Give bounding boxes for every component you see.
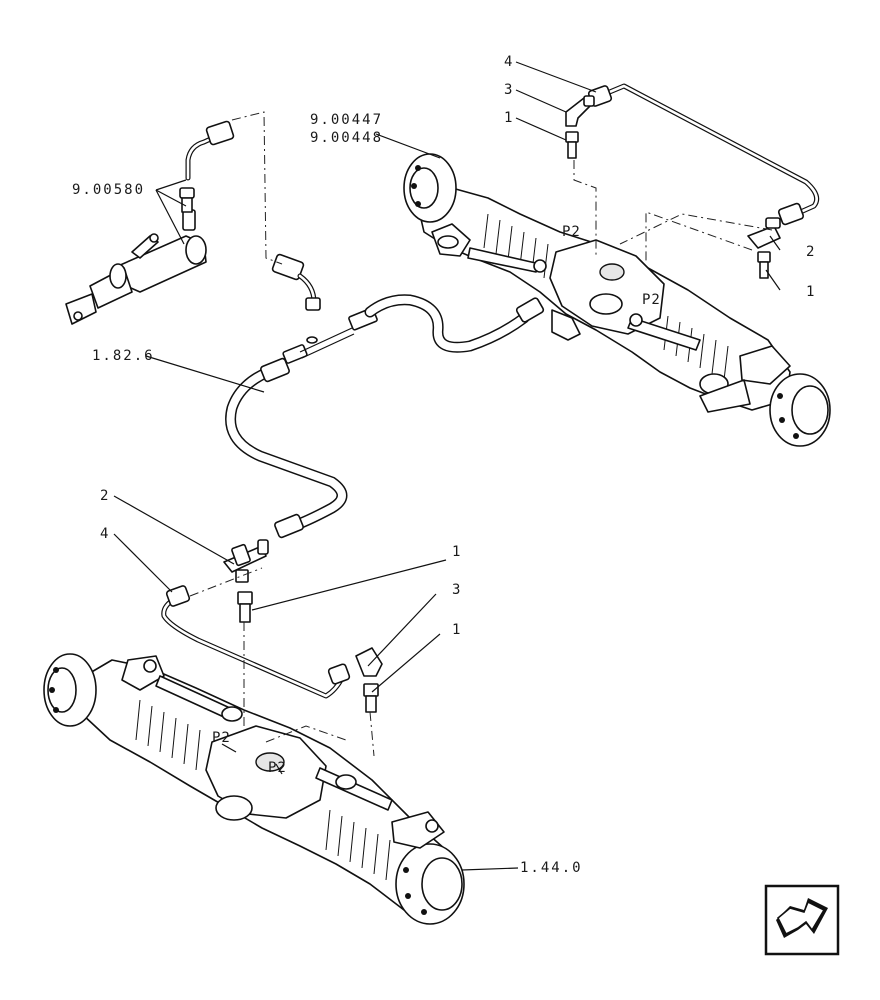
label-p2-bot-a: P2 <box>212 730 231 746</box>
label-top-2: 2 <box>806 244 816 260</box>
label-p2-top-b: P2 <box>642 292 661 308</box>
label-bot-1b: 1 <box>452 622 462 638</box>
part-labels: 4 3 1 9.00447 9.00448 9.00580 2 1 1.82.6… <box>72 54 816 876</box>
label-top-3: 3 <box>504 82 514 98</box>
flexible-hose <box>225 253 545 539</box>
label-p2-bot-b: P2 <box>268 760 287 776</box>
leader-lines <box>113 61 781 871</box>
label-9-00580: 9.00580 <box>72 182 145 198</box>
label-top-1a: 1 <box>504 110 514 126</box>
front-axle-lower <box>43 653 465 925</box>
next-page-arrow-icon[interactable] <box>764 884 840 956</box>
label-1-82-6: 1.82.6 <box>92 348 155 364</box>
label-9-00448: 9.00448 <box>310 130 383 146</box>
assembly-guide-lines <box>189 111 773 757</box>
brake-master-cylinder <box>65 120 235 325</box>
label-bot-1a: 1 <box>452 544 462 560</box>
label-top-4: 4 <box>504 54 514 70</box>
label-bot-2: 2 <box>100 488 110 504</box>
label-1-44-0: 1.44.0 <box>520 860 583 876</box>
label-bot-3: 3 <box>452 582 462 598</box>
label-top-1b: 1 <box>806 284 816 300</box>
front-axle-upper <box>403 153 831 447</box>
lower-pipe-kit <box>161 539 383 713</box>
label-p2-top-a: P2 <box>562 224 581 240</box>
label-bot-4: 4 <box>100 526 110 542</box>
label-9-00447: 9.00447 <box>310 112 383 128</box>
